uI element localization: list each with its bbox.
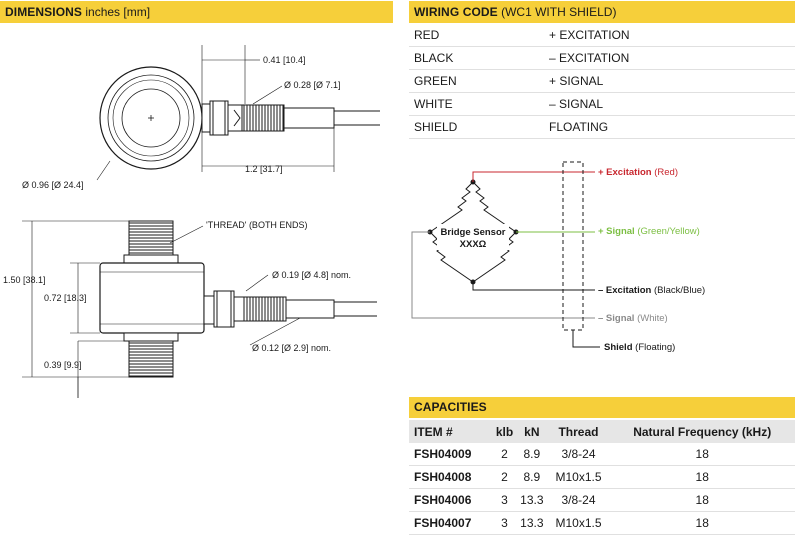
- capacities-cell: FSH04008: [409, 465, 493, 489]
- capacities-cell: 18: [609, 511, 795, 535]
- capacities-cell: 3/8-24: [547, 443, 610, 466]
- sig-neg-color: (White): [637, 313, 668, 324]
- capacities-cell: 3/8-24: [547, 488, 610, 512]
- dim-039-label: 0.39 [9.9]: [44, 360, 82, 370]
- capacities-cell: 3: [492, 488, 517, 512]
- dim-041-label: 0.41 [10.4]: [263, 55, 306, 65]
- dimensions-subtitle: inches [mm]: [85, 5, 151, 19]
- capacities-cell: 13.3: [516, 511, 548, 535]
- capacities-cell: 8.9: [516, 465, 548, 489]
- dim-12-label: 1.2 [31.7]: [245, 164, 283, 174]
- wire-color-cell: GREEN: [409, 69, 544, 93]
- exc-pos-text: + Excitation: [598, 167, 652, 178]
- wiring-row: RED+ EXCITATION: [409, 24, 795, 47]
- exc-neg-text: – Excitation: [598, 285, 652, 296]
- wiring-row: GREEN+ SIGNAL: [409, 69, 795, 93]
- exc-pos-color: (Red): [654, 167, 678, 178]
- sig-neg-text: – Signal: [598, 313, 634, 324]
- wire-color-cell: RED: [409, 24, 544, 47]
- sig-pos-color: (Green/Yellow): [637, 226, 699, 237]
- capacities-cell: M10x1.5: [547, 465, 610, 489]
- wiring-row: BLACK– EXCITATION: [409, 46, 795, 70]
- dim-096-label: Ø 0.96 [Ø 24.4]: [22, 180, 84, 190]
- capacities-cell: FSH04007: [409, 511, 493, 535]
- dim-019-label: Ø 0.19 [Ø 4.8] nom.: [272, 270, 351, 280]
- wire-function-cell: FLOATING: [544, 115, 795, 139]
- capacities-cell: 2: [492, 443, 517, 466]
- shield-label: Shield (Floating): [604, 342, 675, 353]
- wire-function-cell: – EXCITATION: [544, 46, 795, 70]
- wire-function-cell: – SIGNAL: [544, 92, 795, 116]
- dimensions-title: DIMENSIONS: [5, 5, 83, 19]
- capacities-cell: 8.9: [516, 443, 548, 466]
- exc-neg-label: – Excitation (Black/Blue): [598, 285, 705, 296]
- dim-150-label: 1.50 [38.1]: [3, 275, 46, 285]
- capacities-cell: FSH04006: [409, 488, 493, 512]
- bridge-schematic: [411, 161, 600, 348]
- sig-neg-label: – Signal (White): [598, 313, 668, 324]
- shield-note: (Floating): [635, 342, 675, 353]
- exc-neg-color: (Black/Blue): [654, 285, 705, 296]
- capacities-cell: 2: [492, 465, 517, 489]
- dim-012-label: Ø 0.12 [Ø 2.9] nom.: [252, 343, 331, 353]
- sig-pos-label: + Signal (Green/Yellow): [598, 226, 700, 237]
- capacities-cell: 3: [492, 511, 517, 535]
- top-view-drawing: [96, 45, 380, 181]
- capacities-cell: M10x1.5: [547, 511, 610, 535]
- capacities-title: CAPACITIES: [414, 400, 487, 414]
- wiring-row: WHITE– SIGNAL: [409, 92, 795, 116]
- capacities-column-header: Thread: [547, 420, 610, 443]
- capacities-cell: 18: [609, 443, 795, 466]
- exc-pos-label: + Excitation (Red): [598, 167, 678, 178]
- capacities-header: CAPACITIES: [409, 397, 795, 418]
- capacities-cell: 18: [609, 488, 795, 512]
- wiring-header: WIRING CODE (WC1 WITH SHIELD): [409, 1, 795, 23]
- thread-label: 'THREAD' (BOTH ENDS): [206, 220, 307, 230]
- bridge-sensor-label: Bridge Sensor XXXΩ: [437, 224, 509, 250]
- wiring-title: WIRING CODE: [414, 5, 498, 19]
- dim-028-label: Ø 0.28 [Ø 7.1]: [284, 80, 341, 90]
- wire-function-cell: + SIGNAL: [544, 69, 795, 93]
- capacities-column-header: Natural Frequency (kHz): [609, 420, 795, 443]
- capacities-cell: FSH04009: [409, 443, 493, 466]
- wire-function-cell: + EXCITATION: [544, 24, 795, 47]
- wire-color-cell: WHITE: [409, 92, 544, 116]
- capacities-column-header: ITEM #: [409, 420, 493, 443]
- dimensions-header: DIMENSIONS inches [mm]: [0, 1, 393, 23]
- wire-color-cell: SHIELD: [409, 115, 544, 139]
- side-view-drawing: [22, 220, 377, 398]
- capacities-column-header: klb: [492, 420, 517, 443]
- capacities-cell: 18: [609, 465, 795, 489]
- wire-color-cell: BLACK: [409, 46, 544, 70]
- sig-pos-text: + Signal: [598, 226, 635, 237]
- shield-text: Shield: [604, 342, 633, 353]
- wiring-subtitle: (WC1 WITH SHIELD): [501, 5, 617, 19]
- sensor-label-line1: Bridge Sensor: [441, 227, 506, 238]
- sensor-label-line2: XXXΩ: [460, 239, 487, 250]
- capacities-column-header: kN: [516, 420, 548, 443]
- capacities-cell: 13.3: [516, 488, 548, 512]
- dim-072-label: 0.72 [18.3]: [44, 293, 87, 303]
